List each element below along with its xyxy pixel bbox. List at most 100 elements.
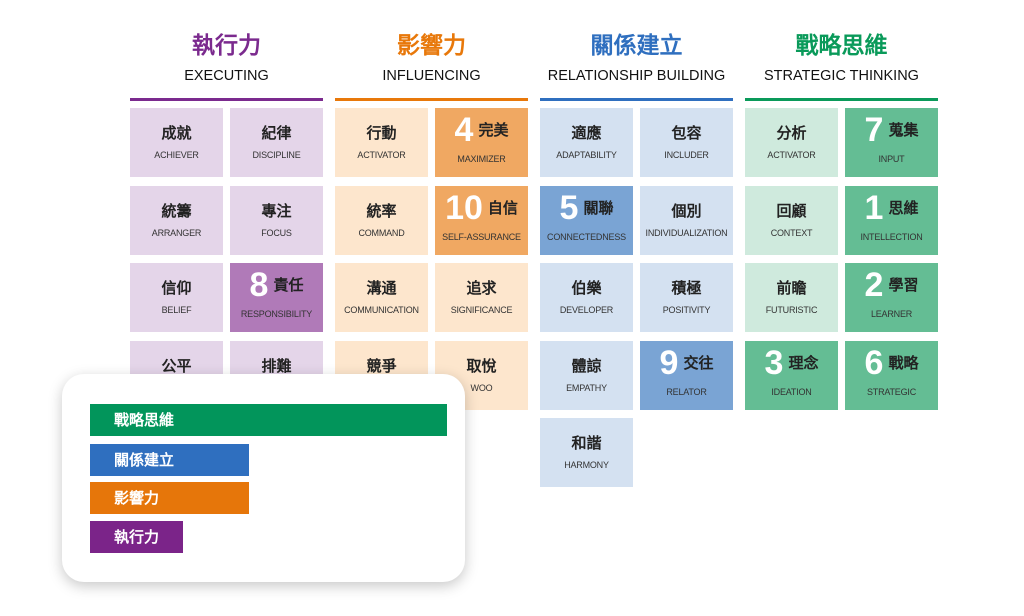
theme-name-en: HARMONY [564, 460, 609, 470]
theme-name-cn: 適應 [571, 124, 602, 142]
theme-rank: 6 [864, 343, 884, 382]
theme-name-en: FOCUS [261, 227, 292, 238]
domain-title-en: STRATEGIC THINKING [764, 68, 919, 84]
theme-rank: 7 [864, 111, 884, 149]
theme-name-cn: 關聯 [583, 198, 614, 217]
theme-card-includer[interactable]: 包容 INCLUDER [640, 108, 733, 177]
theme-name-cn: 紀律 [261, 124, 292, 142]
theme-name-en: INTELLECTION [860, 231, 923, 242]
theme-rank: 4 [454, 111, 474, 149]
theme-name-cn: 取悅 [466, 356, 497, 375]
domain-title-cn: 影響力 [397, 33, 466, 59]
theme-name-cn: 伯樂 [571, 279, 602, 297]
theme-name-en: RELATOR [666, 386, 707, 397]
theme-name-cn: 思維 [888, 198, 919, 217]
theme-rank: 1 [864, 188, 884, 227]
theme-name-cn: 責任 [273, 276, 304, 294]
theme-rank: 5 [559, 188, 579, 227]
domain-title-en: INFLUENCING [382, 68, 481, 84]
theme-name-cn: 體諒 [571, 356, 602, 375]
theme-card-belief[interactable]: 信仰 BELIEF [130, 263, 223, 332]
theme-name-en: SIGNIFICANCE [450, 305, 513, 315]
theme-card-futuristic[interactable]: 前瞻 FUTURISTIC [745, 263, 838, 332]
theme-card-adaptability[interactable]: 適應 ADAPTABILITY [540, 108, 633, 177]
theme-name-cn: 信仰 [161, 279, 192, 297]
summary-bar: 影響力 [90, 482, 249, 514]
theme-name-en: ARRANGER [151, 227, 202, 238]
domain-summary-panel: 戰略思維關係建立影響力執行力 [62, 374, 465, 582]
theme-name-en: COMMUNICATION [344, 305, 419, 315]
theme-name-en: IDEATION [771, 386, 812, 397]
theme-name-en: WOO [470, 382, 493, 393]
theme-name-cn: 交往 [683, 353, 714, 372]
theme-name-cn: 前瞻 [776, 279, 807, 297]
theme-card-achiever[interactable]: 成就 ACHIEVER [130, 108, 223, 177]
theme-name-en: ADAPTABILITY [556, 150, 617, 160]
theme-rank: 8 [249, 266, 269, 304]
theme-name-en: SELF-ASSURANCE [442, 231, 521, 242]
theme-name-cn: 積極 [671, 279, 702, 297]
domain-title-en: EXECUTING [184, 68, 269, 84]
theme-name-en: MAXIMIZER [457, 154, 506, 164]
theme-name-en: CONNECTEDNESS [547, 231, 626, 242]
theme-rank: 9 [659, 343, 679, 382]
theme-name-cn: 戰略 [888, 353, 919, 372]
summary-bar: 執行力 [90, 521, 183, 553]
domain-title-cn: 戰略思維 [795, 33, 888, 59]
theme-name-cn: 成就 [161, 124, 192, 142]
theme-name-cn: 追求 [466, 279, 497, 297]
theme-rank: 3 [764, 343, 784, 382]
theme-rank: 2 [864, 266, 884, 304]
theme-name-cn: 行動 [366, 124, 397, 142]
domain-divider [130, 98, 323, 101]
domain-divider [335, 98, 528, 101]
theme-name-cn: 自信 [487, 198, 518, 217]
theme-name-en: RESPONSIBILITY [240, 309, 313, 319]
theme-name-en: ACHIEVER [154, 150, 199, 160]
summary-bar: 關係建立 [90, 444, 249, 476]
theme-name-en: INCLUDER [664, 150, 709, 160]
theme-name-en: COMMAND [358, 227, 405, 238]
theme-card-significance[interactable]: 追求 SIGNIFICANCE [435, 263, 528, 332]
theme-name-en: FUTURISTIC [765, 305, 818, 315]
theme-name-cn: 包容 [671, 124, 702, 142]
domain-title-cn: 關係建立 [590, 33, 683, 59]
theme-name-en: BELIEF [161, 305, 192, 315]
theme-name-en: STRATEGIC [866, 386, 917, 397]
theme-name-cn: 完美 [478, 121, 509, 139]
